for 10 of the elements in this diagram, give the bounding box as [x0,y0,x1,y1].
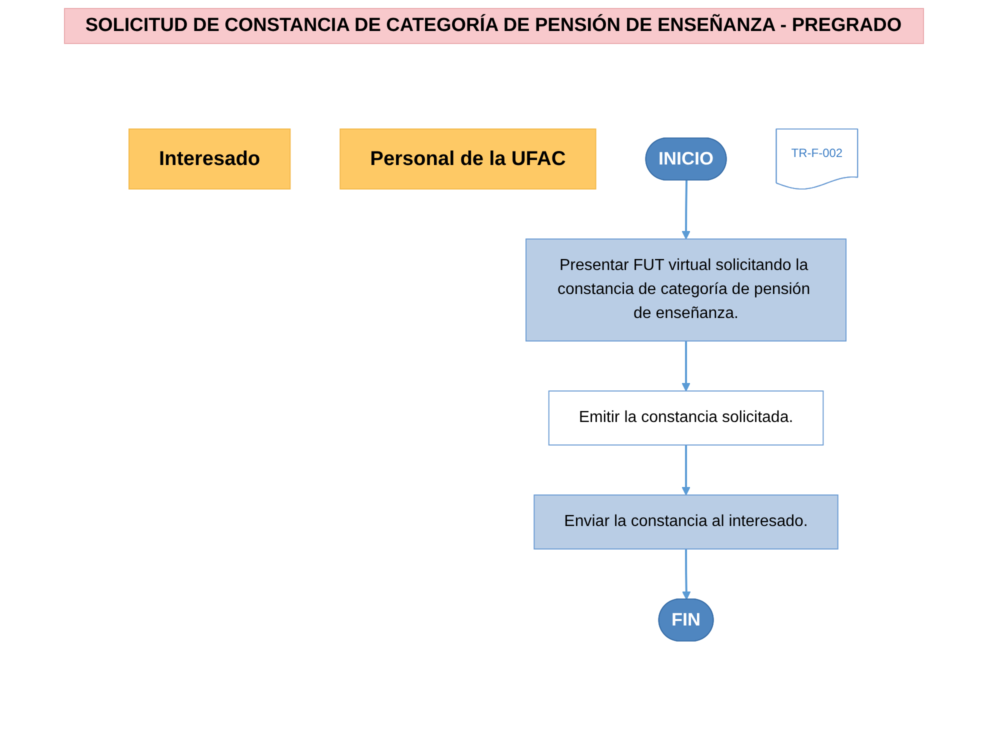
node-box: Presentar FUT virtual solicitando la constancia de categoría de pensión de enseñanza. [526,238,847,342]
arrow [682,549,691,600]
node-box: Interesado [128,128,291,190]
diagram-title: SOLICITUD DE CONSTANCIA DE CATEGORÍA DE PENSIÓN DE ENSEÑANZA - PREGRADO [64,8,924,44]
arrow [682,445,691,496]
arrow [682,341,691,392]
node-box: Enviar la constancia al interesado. [534,494,839,550]
arrow [682,180,691,240]
node-box: Personal de la UFAC [340,128,596,190]
node-box: Emitir la constancia solicitada. [548,390,824,446]
